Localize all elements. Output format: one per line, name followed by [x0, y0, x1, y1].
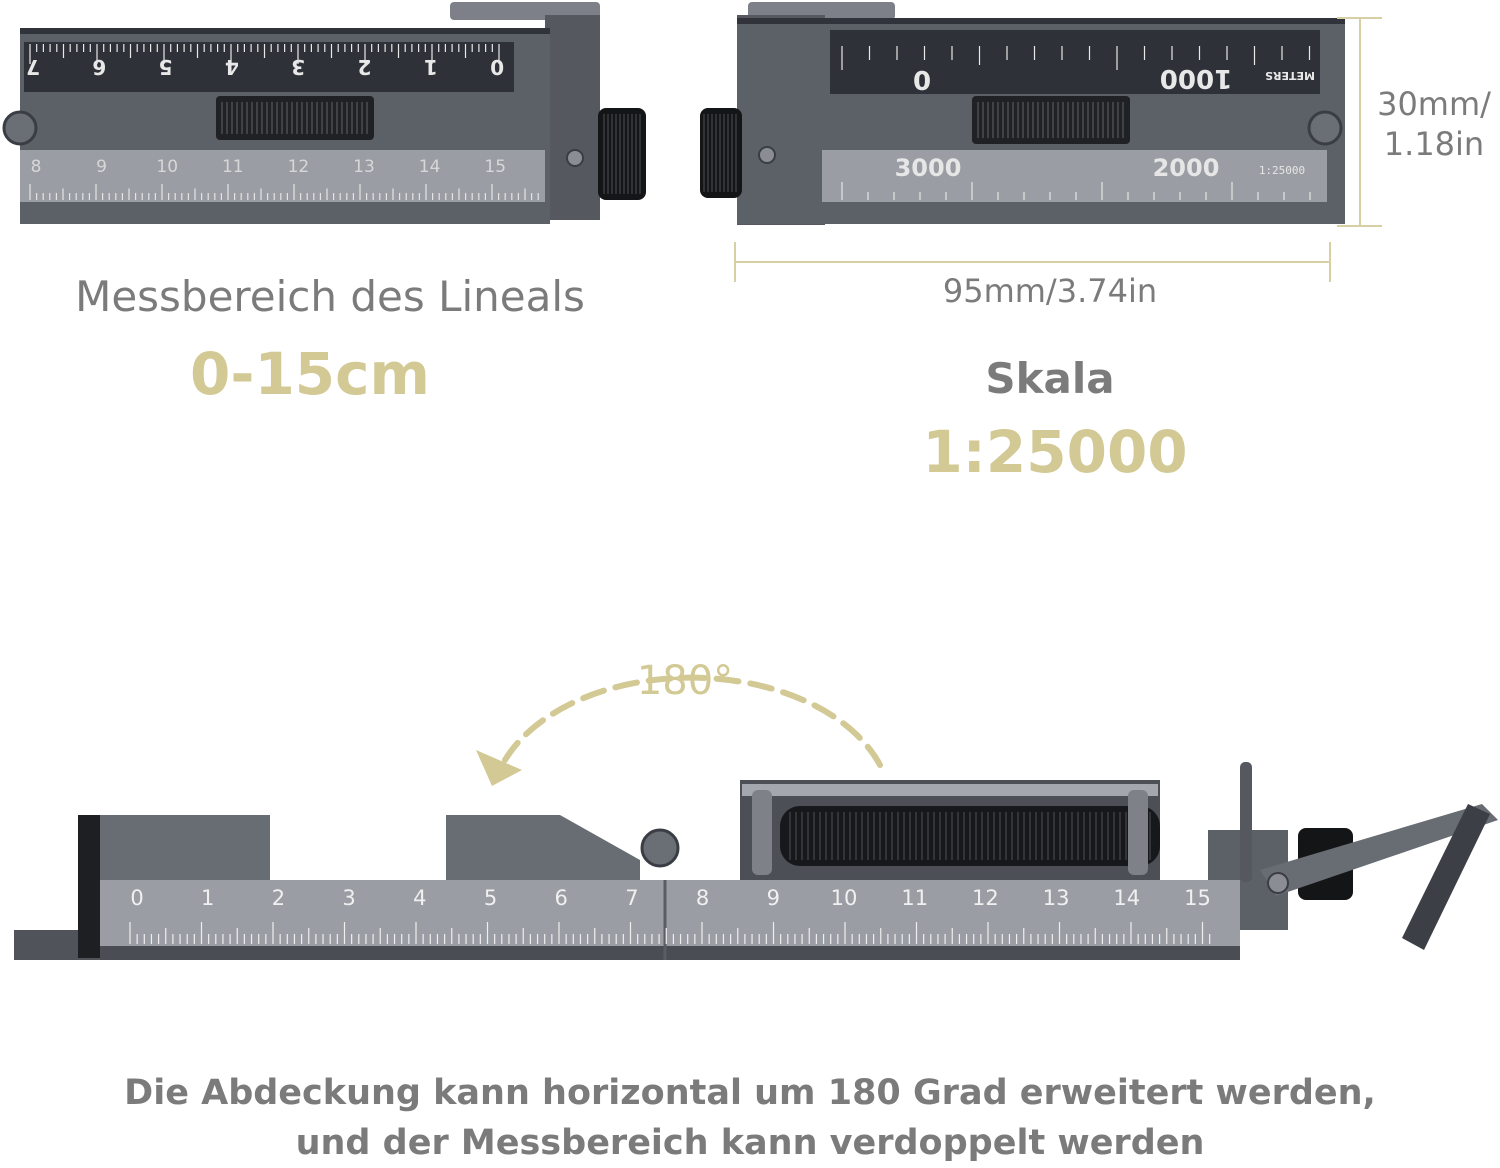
left-ruler-bottom-label: 9 — [96, 157, 107, 177]
bottom-caption-line2: und der Messbereich kann verdoppelt werd… — [295, 1123, 1205, 1163]
right-ruler-label-3000: 3000 — [895, 154, 962, 182]
right-ruler-bottom-scale — [822, 150, 1327, 202]
extended-ruler-sight — [1240, 762, 1252, 882]
extended-ruler-label: 7 — [625, 886, 638, 910]
width-dimension-label: 95mm/3.74in — [942, 272, 1158, 310]
extended-ruler-label: 10 — [831, 886, 858, 910]
right-ruler-unit: METERS — [1265, 69, 1315, 82]
extended-ruler-left-block — [100, 815, 270, 885]
left-ruler-top-label: 2 — [358, 55, 372, 79]
left-ruler-top-label: 3 — [291, 55, 305, 79]
rotation-arrowhead — [476, 750, 522, 786]
scale-label: Skala — [985, 354, 1115, 403]
height-dimension-line2: 1.18in — [1383, 125, 1485, 163]
right-ruler-label-1000: 1000 — [1160, 63, 1232, 93]
extended-ruler-pivot — [640, 828, 680, 868]
extended-ruler-label: 0 — [130, 886, 143, 910]
extended-ruler-label: 2 — [272, 886, 285, 910]
left-ruler-knob — [598, 108, 646, 200]
extended-ruler-label: 3 — [342, 886, 355, 910]
rotation-arc — [502, 674, 883, 768]
bottom-caption-line1: Die Abdeckung kann horizontal um 180 Gra… — [124, 1073, 1376, 1113]
height-dimension — [1337, 17, 1382, 227]
height-dimension-line1: 30mm/ — [1377, 85, 1491, 123]
left-ruler-top-ticks — [29, 44, 500, 64]
left-ruler-bottom-label: 14 — [419, 157, 441, 177]
left-ruler-hinge-block — [545, 15, 600, 220]
left-ruler-bottom-label: 11 — [222, 157, 244, 177]
extended-ruler-end-cap — [78, 815, 104, 958]
extended-ruler-label: 15 — [1184, 886, 1211, 910]
extended-ruler-label: 8 — [696, 886, 709, 910]
extended-ruler-label: 11 — [901, 886, 928, 910]
right-ruler-top-scale — [830, 30, 1320, 94]
height-dimension-label: 30mm/ 1.18in — [1368, 84, 1500, 164]
width-dimension — [734, 242, 1331, 282]
left-ruler-bottom-ticks — [29, 184, 539, 200]
right-ruler: 0 1000 METERS 3000 2000 1:25000 — [700, 2, 1345, 225]
left-ruler-top-label: 6 — [92, 55, 106, 79]
right-ruler-top-ticks — [841, 46, 1311, 70]
right-ruler-thumbwheel — [972, 96, 1130, 144]
right-ruler-scale-note: 1:25000 — [1259, 164, 1305, 177]
extended-ruler-label: 1 — [201, 886, 214, 910]
rotation-arrow — [476, 674, 883, 786]
left-ruler-top-labels: 7 6 5 4 3 2 1 0 — [26, 55, 504, 79]
left-ruler-bottom-label: 10 — [156, 157, 178, 177]
left-ruler-top-label: 0 — [490, 55, 504, 79]
left-ruler-thumbwheel — [216, 96, 374, 140]
left-ruler-top-label: 7 — [26, 55, 40, 79]
extended-ruler-label: 14 — [1113, 886, 1140, 910]
left-ruler-bottom-label: 8 — [31, 157, 42, 177]
extended-ruler-label: 5 — [484, 886, 497, 910]
rotation-angle-label: 180° — [636, 658, 734, 704]
left-ruler-top-label: 5 — [159, 55, 173, 79]
bottom-caption: Die Abdeckung kann horizontal um 180 Gra… — [0, 1068, 1500, 1168]
extended-ruler-label: 6 — [555, 886, 568, 910]
left-ruler-bottom-label: 13 — [353, 157, 375, 177]
right-ruler-bottom-ticks — [841, 182, 1311, 200]
extended-ruler-label: 9 — [767, 886, 780, 910]
range-label: Messbereich des Lineals — [75, 272, 585, 321]
scale-value: 1:25000 — [922, 418, 1188, 486]
left-ruler-bottom-labels: 8 9 10 11 12 13 14 15 — [31, 157, 506, 177]
extended-ruler-mirror — [1402, 804, 1490, 950]
left-ruler-pivot — [2, 110, 38, 146]
range-value: 0-15cm — [190, 340, 430, 408]
extended-ruler-mirror-arm — [1260, 804, 1498, 896]
right-ruler-label-2000: 2000 — [1153, 154, 1220, 182]
extended-ruler-label: 4 — [413, 886, 426, 910]
extended-ruler-mid-block — [446, 815, 640, 885]
left-ruler-top-label: 1 — [424, 55, 438, 79]
extended-ruler-scale — [100, 880, 1240, 950]
left-ruler-top-label: 4 — [225, 55, 239, 79]
left-ruler-screw — [566, 149, 584, 167]
right-ruler-label-0: 0 — [913, 67, 931, 97]
extended-ruler-ticks — [129, 922, 1211, 944]
left-ruler-bottom-scale — [20, 150, 545, 202]
right-ruler-screw — [758, 146, 776, 164]
left-ruler-bottom-label: 15 — [484, 157, 506, 177]
left-ruler-bottom-label: 12 — [288, 157, 310, 177]
right-ruler-pivot — [1307, 110, 1343, 146]
extended-ruler-label: 12 — [972, 886, 999, 910]
extended-ruler-label: 13 — [1043, 886, 1070, 910]
